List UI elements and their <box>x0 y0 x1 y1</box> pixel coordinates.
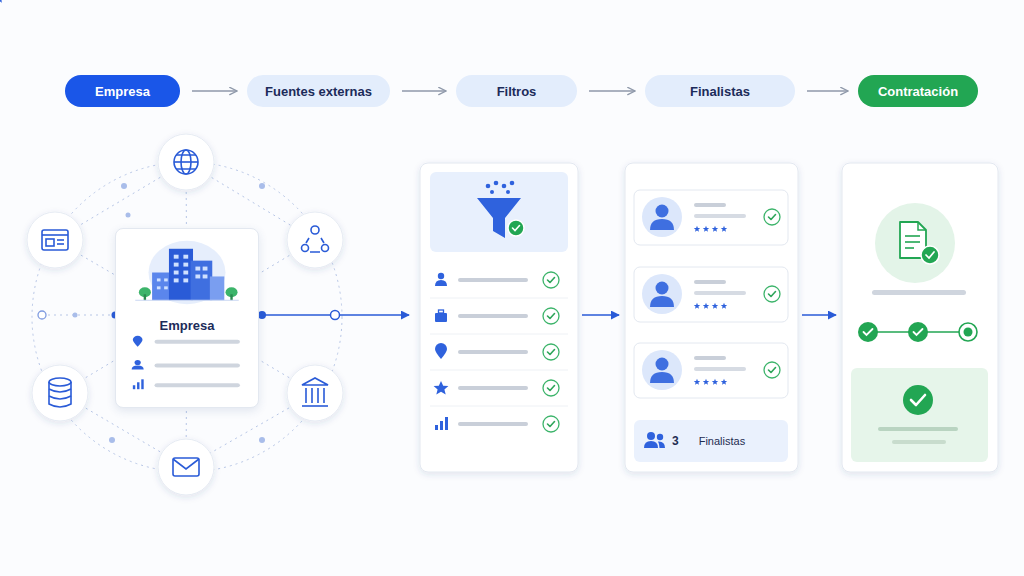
flow-arrow <box>192 90 237 91</box>
flow-arrow <box>589 90 635 91</box>
step-pill: Finalistas <box>645 75 795 107</box>
step-pill: Filtros <box>456 75 577 107</box>
flow-arrow <box>807 90 848 91</box>
company-card: Empresa <box>115 228 259 408</box>
step-label: Fuentes externas <box>265 84 372 99</box>
step-label: Contratación <box>878 84 958 99</box>
step-pill: Fuentes externas <box>247 75 390 107</box>
step-label: Finalistas <box>690 84 750 99</box>
step-pill: Contratación <box>858 75 978 107</box>
count-number: 3 <box>672 434 679 448</box>
step-pill: Empresa <box>65 75 180 107</box>
step-label: Empresa <box>95 84 150 99</box>
company-name: Empresa <box>116 318 258 333</box>
flow-arrow <box>402 90 446 91</box>
step-label: Filtros <box>497 84 537 99</box>
count-label: Finalistas <box>699 435 745 447</box>
finalists-count-box: 3 Finalistas <box>634 420 788 462</box>
